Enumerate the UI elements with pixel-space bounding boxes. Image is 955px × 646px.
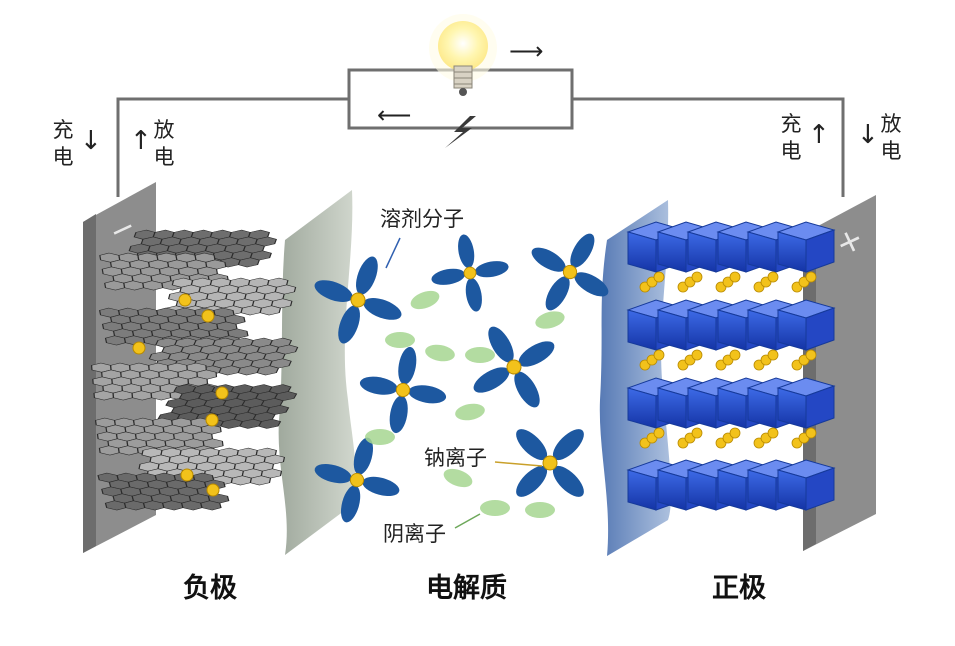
- solvent-molecule: [431, 234, 509, 312]
- sodium-ion: [691, 427, 703, 439]
- cathode-block: [805, 307, 835, 351]
- anion: [365, 429, 395, 445]
- arrow-left-icon: ⟵: [377, 101, 412, 129]
- arrow-right-icon: ⟶: [509, 37, 544, 65]
- sodium-ion: [805, 427, 817, 439]
- electrolyte-title: 电解质: [426, 573, 507, 604]
- arrow-down-icon: ↓: [857, 120, 879, 150]
- sodium-ion: [767, 427, 779, 439]
- electrolyte-molecules: [314, 233, 609, 523]
- sodium-ion: [506, 359, 522, 375]
- sodium-ion: [805, 271, 817, 283]
- anode-graphite-layers: [90, 229, 299, 511]
- sodium-ion: [767, 349, 779, 361]
- sodium-ion: [206, 483, 220, 497]
- graphene-sheet: [164, 277, 297, 316]
- sodium-ion: [653, 427, 665, 439]
- sodium-ion: [180, 468, 194, 482]
- sodium-pointer: [494, 461, 543, 467]
- sodium-ion: [349, 472, 365, 488]
- cathode-block: [805, 467, 835, 511]
- anion: [385, 332, 415, 348]
- solvent-pointer: [385, 237, 401, 269]
- sodium-ion: [562, 264, 578, 280]
- sodium-ion: [729, 427, 741, 439]
- graphene-sheet: [97, 472, 230, 511]
- anode-charge-label: 充电: [52, 118, 74, 169]
- sodium-ion: [463, 266, 477, 280]
- sodium-ion: [653, 271, 665, 283]
- sodium-ion: [205, 413, 219, 427]
- solvent-molecule: [516, 429, 584, 497]
- anode-separator: [278, 190, 356, 555]
- anion: [410, 290, 440, 310]
- cathode-charge-label: 充电: [780, 112, 802, 163]
- cathode-title: 正极: [712, 573, 766, 604]
- sodium-ion-label: 钠离子: [424, 446, 487, 470]
- anion: [535, 311, 565, 329]
- cathode-block: [805, 385, 835, 429]
- sodium-ion: [653, 349, 665, 361]
- cathode-discharge-label: 放电: [880, 112, 902, 163]
- solvent-molecule-label: 溶剂分子: [380, 207, 464, 231]
- sodium-ion: [542, 455, 558, 471]
- lightning-icon: [445, 116, 476, 148]
- graphene-sheet: [142, 337, 299, 376]
- cathode-plate: [803, 195, 876, 551]
- sodium-ion: [350, 292, 366, 308]
- anion: [480, 500, 510, 516]
- sodium-ion: [178, 293, 192, 307]
- anion: [525, 502, 555, 518]
- arrow-down-icon: ↓: [80, 126, 102, 156]
- anion: [443, 468, 473, 488]
- sodium-ion: [729, 349, 741, 361]
- solvent-molecule: [531, 233, 609, 311]
- solvent-molecule: [359, 346, 447, 434]
- sodium-ion: [132, 341, 146, 355]
- anion: [425, 344, 455, 362]
- cathode-layered-oxide: [626, 221, 836, 511]
- anode-discharge-label: 放电: [153, 118, 175, 169]
- cathode-block: [805, 229, 835, 273]
- solvent-molecule: [314, 256, 402, 344]
- sodium-ion: [201, 309, 215, 323]
- graphene-sheet: [99, 252, 229, 291]
- sodium-ion: [805, 349, 817, 361]
- anion: [455, 403, 485, 421]
- sodium-ion: [691, 271, 703, 283]
- solvent-molecule: [314, 437, 400, 523]
- anion-label: 阴离子: [383, 522, 446, 546]
- arrow-up-icon: ↑: [808, 120, 830, 150]
- sodium-ion: [729, 271, 741, 283]
- external-circuit: [116, 68, 845, 197]
- sodium-ion: [691, 349, 703, 361]
- anion: [465, 347, 495, 363]
- sodium-ion: [395, 382, 411, 398]
- anode-title: 负极: [183, 573, 237, 604]
- arrow-up-icon: ↑: [130, 126, 152, 156]
- solvent-molecule: [473, 326, 555, 408]
- anion-pointer: [454, 513, 481, 529]
- sodium-ion: [767, 271, 779, 283]
- light-bulb-icon: [429, 14, 497, 96]
- graphene-sheet: [135, 447, 286, 486]
- sodium-ion: [215, 386, 229, 400]
